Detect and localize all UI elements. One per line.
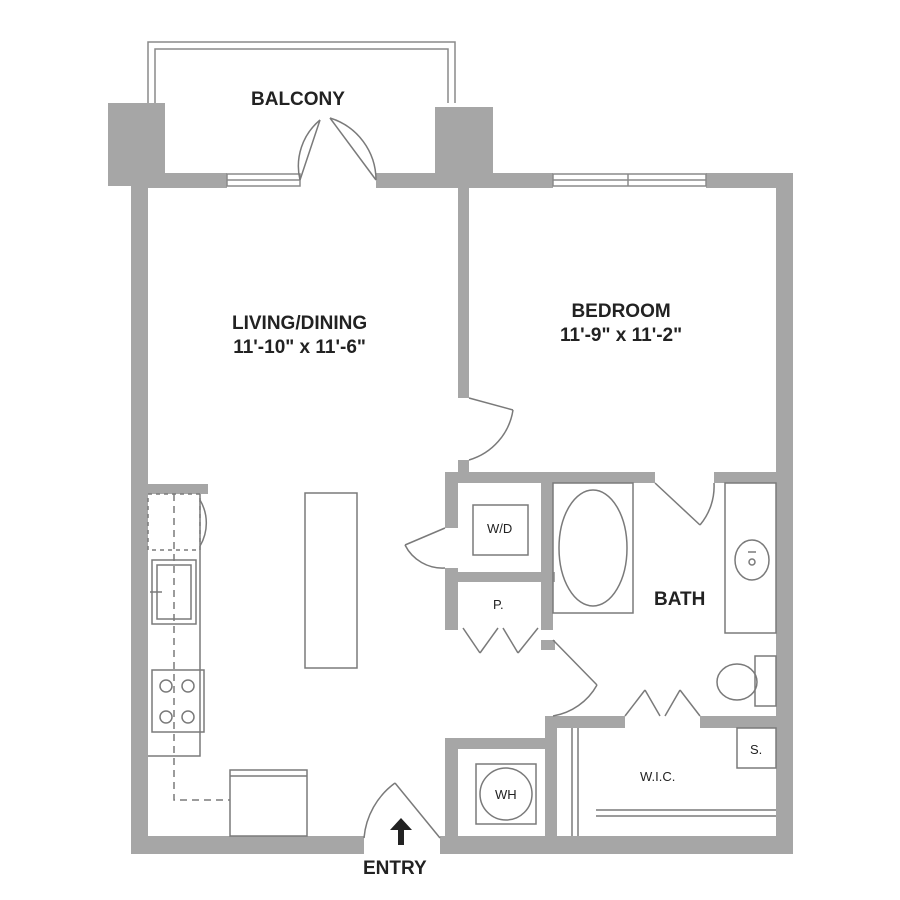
wall-closet-center xyxy=(541,472,553,630)
wall-bath-lower-left xyxy=(541,640,555,650)
balcony-column-right xyxy=(435,107,493,186)
water-heater-label: WH xyxy=(495,787,517,802)
entry-label: ENTRY xyxy=(363,858,427,879)
wall-kitchen-stub xyxy=(148,484,208,494)
entry-door xyxy=(363,782,441,839)
wall-top-right xyxy=(706,173,793,188)
bath-door-upper xyxy=(654,482,715,526)
walls xyxy=(108,103,793,854)
wd-door xyxy=(404,527,446,569)
wall-bath-wic-right xyxy=(700,716,780,728)
pantry-label: P. xyxy=(493,597,504,612)
kitchen-island xyxy=(304,492,358,669)
bedroom-label: BEDROOM 11'-9" x 11'-2" xyxy=(560,300,682,348)
bath-label: BATH xyxy=(654,589,706,610)
wall-bedroom-bath-right xyxy=(714,472,780,483)
wall-stub-bedroom xyxy=(458,460,469,474)
bedroom-name: BEDROOM xyxy=(571,301,671,322)
wall-bath-wic xyxy=(545,716,625,728)
balcony-column-left xyxy=(108,103,165,186)
windows xyxy=(226,173,707,187)
entry-arrow-icon xyxy=(390,818,412,845)
wall-wd-pantry xyxy=(445,572,555,582)
storage-closet xyxy=(736,727,777,769)
balcony-railing xyxy=(147,41,456,103)
kitchen-sink xyxy=(150,559,197,625)
wic-label: W.I.C. xyxy=(640,769,676,784)
wall-wic-left xyxy=(545,716,557,841)
vanity xyxy=(724,482,777,634)
pantry-doors xyxy=(462,627,539,654)
refrigerator xyxy=(229,769,308,837)
wall-wh-top xyxy=(445,738,548,749)
bedroom-door xyxy=(468,397,514,461)
wall-top-mid xyxy=(376,173,553,188)
washer-dryer xyxy=(472,504,529,556)
living-dining-name: LIVING/DINING xyxy=(232,313,368,334)
wall-bottom-left xyxy=(131,836,364,854)
storage-label: S. xyxy=(750,742,763,757)
toilet xyxy=(716,655,777,707)
wall-wh-left xyxy=(445,738,458,838)
living-dining-label: LIVING/DINING 11'-10" x 11'-6" xyxy=(232,312,367,360)
wd-label: W/D xyxy=(487,521,513,536)
balcony-label: BALCONY xyxy=(251,89,345,110)
balcony-door xyxy=(297,117,377,181)
wall-bottom-right xyxy=(440,836,793,854)
bathtub xyxy=(552,482,634,614)
living-dining-dims: 11'-10" x 11'-6" xyxy=(233,337,366,358)
wall-wd-pantry-left xyxy=(445,568,458,630)
water-heater xyxy=(475,763,537,825)
closet-rod xyxy=(571,728,776,836)
wic-doors xyxy=(624,689,701,717)
fixtures xyxy=(147,482,777,837)
bath-door-lower xyxy=(552,639,598,717)
wall-wd-left xyxy=(445,472,458,528)
wall-top-left xyxy=(131,173,227,188)
wall-living-bedroom xyxy=(458,186,469,398)
kitchen-counter xyxy=(147,493,230,801)
stove xyxy=(151,669,205,733)
wall-left xyxy=(131,173,148,853)
bedroom-dims: 11'-9" x 11'-2" xyxy=(560,325,683,346)
doors xyxy=(297,117,715,839)
wall-right xyxy=(776,173,793,838)
